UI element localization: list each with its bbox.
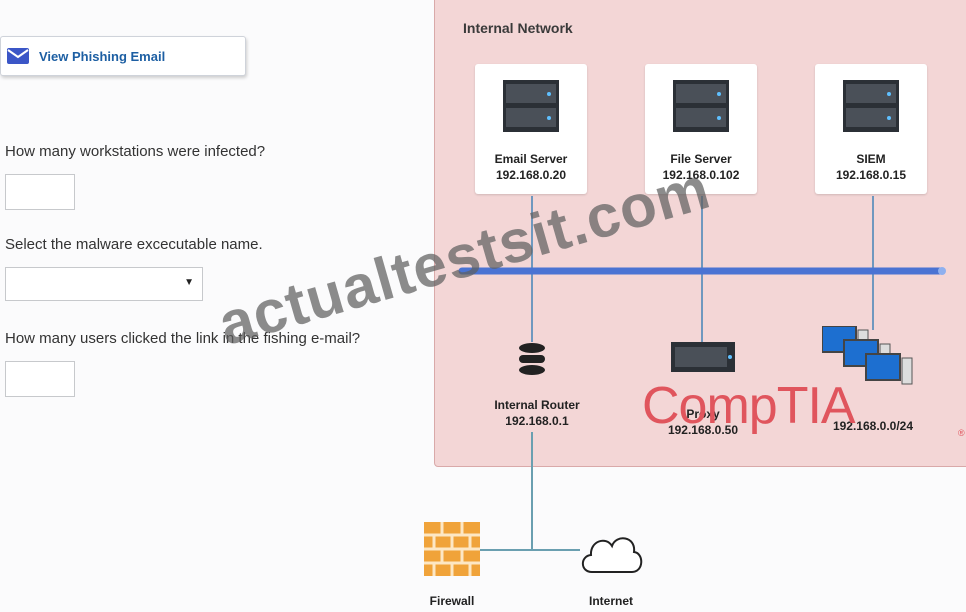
internet-label: Internet <box>588 594 633 608</box>
dropdown-arrow-icon: ▼ <box>184 277 194 288</box>
internal-network-title: Internal Network <box>463 20 573 36</box>
file-server-name: File Server <box>670 152 732 166</box>
registered-mark: ® <box>958 428 965 438</box>
firewall-label: Firewall <box>429 594 475 608</box>
view-phishing-email-button[interactable]: View Phishing Email <box>0 36 246 76</box>
proxy-ip: 192.168.0.50 <box>667 423 739 437</box>
view-phishing-email-label: View Phishing Email <box>39 48 166 64</box>
firewall-icon[interactable] <box>424 522 480 576</box>
internal-router-ip: 192.168.0.1 <box>505 414 569 428</box>
siem-name: SIEM <box>856 152 886 166</box>
question-users-clicked: How many users clicked the link in the f… <box>5 330 361 347</box>
internal-router-name: Internal Router <box>494 398 580 412</box>
workstations-subnet: 192.168.0.0/24 <box>832 419 914 433</box>
server-icon <box>503 80 559 132</box>
users-clicked-input[interactable] <box>5 361 75 397</box>
email-server-ip: 192.168.0.20 <box>495 168 567 182</box>
cloud-icon[interactable] <box>578 528 644 578</box>
router-icon[interactable] <box>512 342 552 376</box>
infected-workstations-input[interactable] <box>5 174 75 210</box>
question-malware-name: Select the malware excecutable name. <box>5 236 263 253</box>
server-icon <box>843 80 899 132</box>
workstations-icon[interactable] <box>822 326 926 392</box>
proxy-server-icon[interactable] <box>671 342 735 372</box>
envelope-icon <box>7 48 29 64</box>
proxy-name: Proxy <box>686 407 720 421</box>
server-icon <box>673 80 729 132</box>
malware-name-select[interactable]: ▼ <box>5 267 203 301</box>
email-server-card[interactable]: Email Server 192.168.0.20 <box>475 64 587 194</box>
file-server-ip: 192.168.0.102 <box>662 168 740 182</box>
siem-card[interactable]: SIEM 192.168.0.15 <box>815 64 927 194</box>
email-server-name: Email Server <box>494 152 568 166</box>
siem-ip: 192.168.0.15 <box>835 168 907 182</box>
comptia-logo: CompTIA <box>642 377 856 435</box>
question-infected-workstations: How many workstations were infected? <box>5 143 266 160</box>
file-server-card[interactable]: File Server 192.168.0.102 <box>645 64 757 194</box>
